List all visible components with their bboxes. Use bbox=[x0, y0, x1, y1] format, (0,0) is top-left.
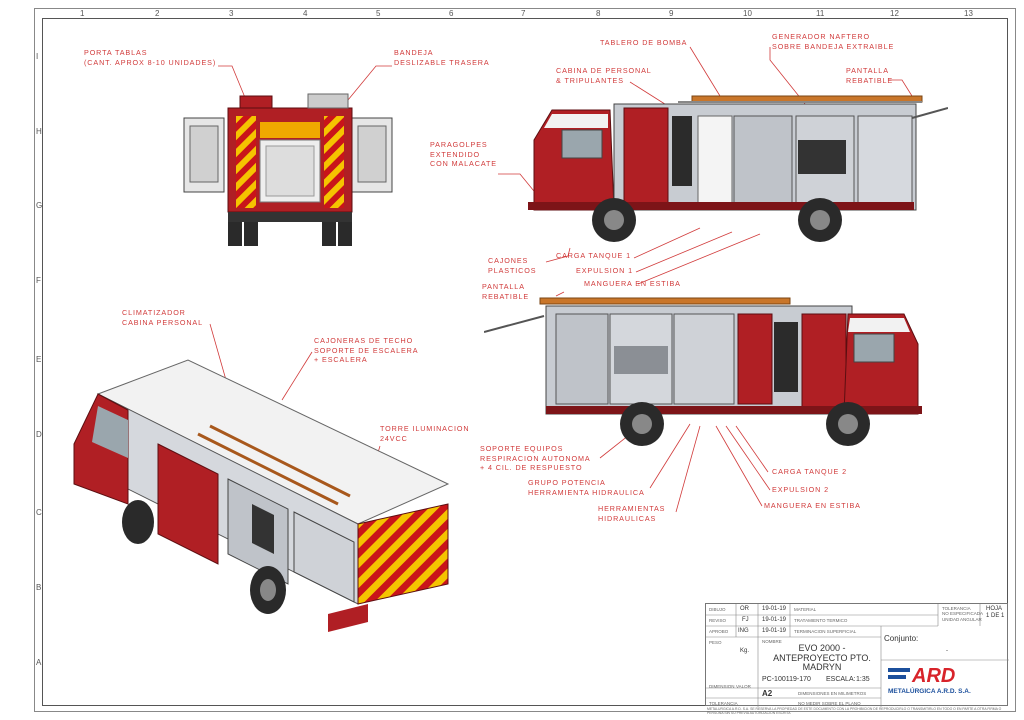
tb-unidad-value: ANGULAR bbox=[960, 617, 982, 622]
truck-isometric-view bbox=[73, 359, 450, 632]
tb-format: A2 bbox=[762, 689, 773, 698]
tb-tolerancia-dim: TOLERANCIA NO ESPECIFICADA bbox=[942, 606, 984, 616]
truck-rear-view bbox=[183, 93, 393, 246]
grid-col-1: 1 bbox=[80, 9, 85, 18]
callout-pantalla-rebatible-1: PANTALLA REBATIBLE bbox=[846, 66, 894, 85]
tb-row-0-date: 19-01-19 bbox=[762, 606, 787, 612]
tb-row-1-initials: FJ bbox=[742, 617, 749, 623]
tb-conjunto-label: Conjunto: bbox=[884, 634, 919, 643]
tb-row-0-label: DIBUJO bbox=[709, 607, 726, 612]
grid-row-h: H bbox=[36, 127, 42, 136]
tb-valor-label: VALOR bbox=[736, 684, 751, 689]
tb-row-2-label: APROBO bbox=[709, 629, 729, 634]
callout-pantalla-rebatible-2: PANTALLA REBATIBLE bbox=[482, 282, 530, 301]
grid-row-g: G bbox=[36, 201, 43, 210]
tb-peso-unit: Kg. bbox=[740, 648, 750, 654]
grid-col-3: 3 bbox=[229, 9, 234, 18]
tb-dims-note: DIMENSIONES EN MILIMETROS bbox=[798, 691, 867, 696]
truck-side-view-left bbox=[484, 297, 922, 446]
tb-drawing-title: EVO 2000 - ANTEPROYECTO PTO. MADRYN bbox=[773, 643, 871, 672]
tb-nombre-label: NOMBRE bbox=[762, 639, 782, 644]
callout-expulsion-2: EXPULSION 2 bbox=[772, 485, 830, 494]
callout-manguera-estiba-2: MANGUERA EN ESTIBA bbox=[764, 501, 861, 510]
grid-col-7: 7 bbox=[521, 9, 526, 18]
tb-escala-value: 1:35 bbox=[856, 676, 870, 683]
tb-company: METALÚRGICA A.R.D. S.A. bbox=[888, 688, 971, 695]
ard-logo: ARD bbox=[888, 664, 988, 687]
callout-bandeja: BANDEJA DESLIZABLE TRASERA bbox=[394, 48, 490, 67]
callout-grupo-potencia: GRUPO POTENCIA HERRAMIENTA HIDRAULICA bbox=[528, 478, 645, 497]
callout-climatizador: CLIMATIZADOR CABINA PERSONAL bbox=[122, 308, 204, 327]
tb-dimension-label: DIMENSION bbox=[709, 684, 735, 689]
tb-row-1-field: TRATAMIENTO TERMICO bbox=[794, 618, 848, 623]
tb-conjunto-value: - bbox=[946, 648, 948, 654]
tb-legal-note: METALURGICA A.R.D. S.A. SE RESERVA LA PR… bbox=[707, 707, 1002, 715]
callout-herramientas: HERRAMIENTAS HIDRAULICAS bbox=[598, 504, 666, 523]
tb-no-medir: NO MEDIR SOBRE EL PLANO bbox=[798, 701, 861, 706]
truck-side-view-right bbox=[528, 95, 948, 242]
grid-col-13: 13 bbox=[964, 9, 973, 18]
grid-col-2: 2 bbox=[155, 9, 160, 18]
sheet-outer-border bbox=[34, 8, 1016, 712]
grid-row-i: I bbox=[36, 52, 39, 61]
grid-col-12: 12 bbox=[890, 9, 899, 18]
tb-drawing-code: PC-100119-170 bbox=[762, 676, 811, 683]
callout-generador: GENERADOR NAFTERO SOBRE BANDEJA EXTRAIBL… bbox=[772, 32, 895, 51]
callout-manguera-estiba-1: MANGUERA EN ESTIBA bbox=[584, 279, 681, 288]
sheet-inner-border bbox=[42, 18, 1008, 706]
grid-col-4: 4 bbox=[303, 9, 308, 18]
tb-row-2-field: TERMINACION SUPERFICIAL bbox=[794, 629, 857, 634]
callout-cajoneras: CAJONERAS DE TECHO SOPORTE DE ESCALERA +… bbox=[314, 336, 419, 364]
grid-row-a: A bbox=[36, 658, 42, 667]
tb-row-0-field: MATERIAL bbox=[794, 607, 817, 612]
ard-logo-text: ARD bbox=[911, 665, 955, 686]
tb-row-1-label: REVISO bbox=[709, 618, 727, 623]
tb-escala-label: ESCALA: bbox=[826, 676, 856, 683]
tb-row-2-date: 19-01-19 bbox=[762, 628, 787, 634]
tb-hoja: HOJA 1 DE 1 bbox=[986, 606, 1005, 619]
grid-col-6: 6 bbox=[449, 9, 454, 18]
grid-row-d: D bbox=[36, 430, 42, 439]
grid-col-10: 10 bbox=[743, 9, 752, 18]
callout-soporte-equipos: SOPORTE EQUIPOS RESPIRACION AUTONOMA + 4… bbox=[480, 444, 591, 472]
tb-tolerancia-label: TOLERANCIA bbox=[709, 701, 738, 706]
grid-col-11: 11 bbox=[816, 9, 825, 18]
grid-row-f: F bbox=[36, 276, 41, 285]
grid-row-e: E bbox=[36, 355, 42, 364]
grid-col-8: 8 bbox=[596, 9, 601, 18]
ard-logo-mark: ARD bbox=[888, 665, 955, 687]
callout-porta-tablas: PORTA TABLAS (CANT. APROX 8-10 UNIDADES) bbox=[84, 48, 217, 67]
callout-torre-iluminacion: TORRE ILUMINACION 24VCC bbox=[380, 424, 470, 443]
grid-row-b: B bbox=[36, 583, 42, 592]
tb-row-1-date: 19-01-19 bbox=[762, 617, 787, 623]
grid-col-9: 9 bbox=[669, 9, 674, 18]
callout-cajones: CAJONES PLASTICOS bbox=[488, 256, 537, 275]
callout-carga-tanque-1: CARGA TANQUE 1 bbox=[556, 251, 632, 260]
tb-row-2-initials: ING bbox=[738, 628, 749, 634]
grid-col-5: 5 bbox=[376, 9, 381, 18]
title-block-grid bbox=[706, 604, 1009, 707]
tb-peso-label: PESO bbox=[709, 640, 722, 645]
callout-cabina-personal: CABINA DE PERSONAL & TRIPULANTES bbox=[556, 66, 652, 85]
grid-row-c: C bbox=[36, 508, 42, 517]
callout-carga-tanque-2: CARGA TANQUE 2 bbox=[772, 467, 848, 476]
callout-paragolpes: PARAGOLPES EXTENDIDO CON MALACATE bbox=[430, 140, 497, 168]
tb-row-0-initials: OR bbox=[740, 606, 749, 612]
callout-expulsion-1: EXPULSION 1 bbox=[576, 266, 634, 275]
tb-unidad-label: UNIDAD bbox=[942, 617, 960, 622]
callout-tablero-bomba: TABLERO DE BOMBA bbox=[600, 38, 688, 47]
title-block: DIBUJO OR 19-01-19 MATERIAL REVISO FJ 19… bbox=[705, 603, 1009, 707]
